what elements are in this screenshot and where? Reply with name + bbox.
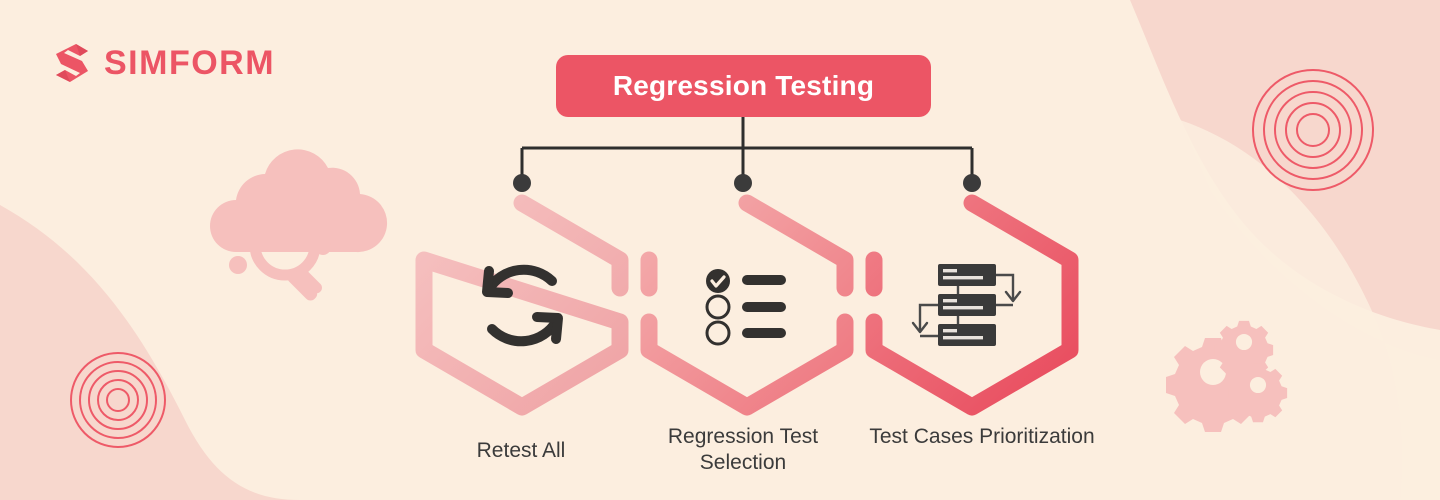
check-mark-icon xyxy=(710,275,726,288)
hexagon-node-0[interactable] xyxy=(415,194,629,416)
node-label-regression-test-selection: Regression Test Selection xyxy=(667,425,819,474)
brand-logo[interactable]: SIMFORM xyxy=(52,42,275,84)
brand-name: SIMFORM xyxy=(104,44,276,82)
checklist-checked-circle xyxy=(706,269,730,293)
blob-top-right xyxy=(1130,0,1440,330)
connector-dot-2 xyxy=(963,174,981,192)
node-label-retest-all: Retest All xyxy=(476,439,566,462)
connector-dot-0 xyxy=(513,174,531,192)
hexagon-outline-2 xyxy=(865,194,1079,416)
hexagon-outline-0 xyxy=(415,194,629,416)
node-label-test-cases-prioritization: Test Cases Prioritization xyxy=(869,425,1095,448)
simform-s-logo-icon xyxy=(56,44,88,82)
connector-dots xyxy=(513,174,981,192)
connector-tree xyxy=(520,117,974,178)
cloud-search-icon xyxy=(210,149,388,274)
blob-cream-cut xyxy=(1180,120,1440,500)
page-title: Regression Testing xyxy=(612,70,875,101)
connector-dot-1 xyxy=(734,174,752,192)
hexagon-node-1[interactable] xyxy=(640,194,854,416)
refresh-cycle-icon xyxy=(482,264,563,347)
flow-priority-icon xyxy=(911,264,1022,346)
checklist-icon xyxy=(705,269,786,346)
hexagon-node-2[interactable] xyxy=(865,194,1079,416)
magnifier-icon xyxy=(249,209,322,301)
hexagon-outline-1 xyxy=(640,194,854,416)
concentric-rings-top-right xyxy=(1252,69,1374,191)
blob-bottom-left xyxy=(0,205,300,500)
flow-box-group xyxy=(938,264,996,346)
gears-icon xyxy=(1166,320,1288,432)
concentric-rings-bottom-left xyxy=(70,352,166,448)
page-title-badge[interactable]: Regression Testing xyxy=(556,55,931,117)
